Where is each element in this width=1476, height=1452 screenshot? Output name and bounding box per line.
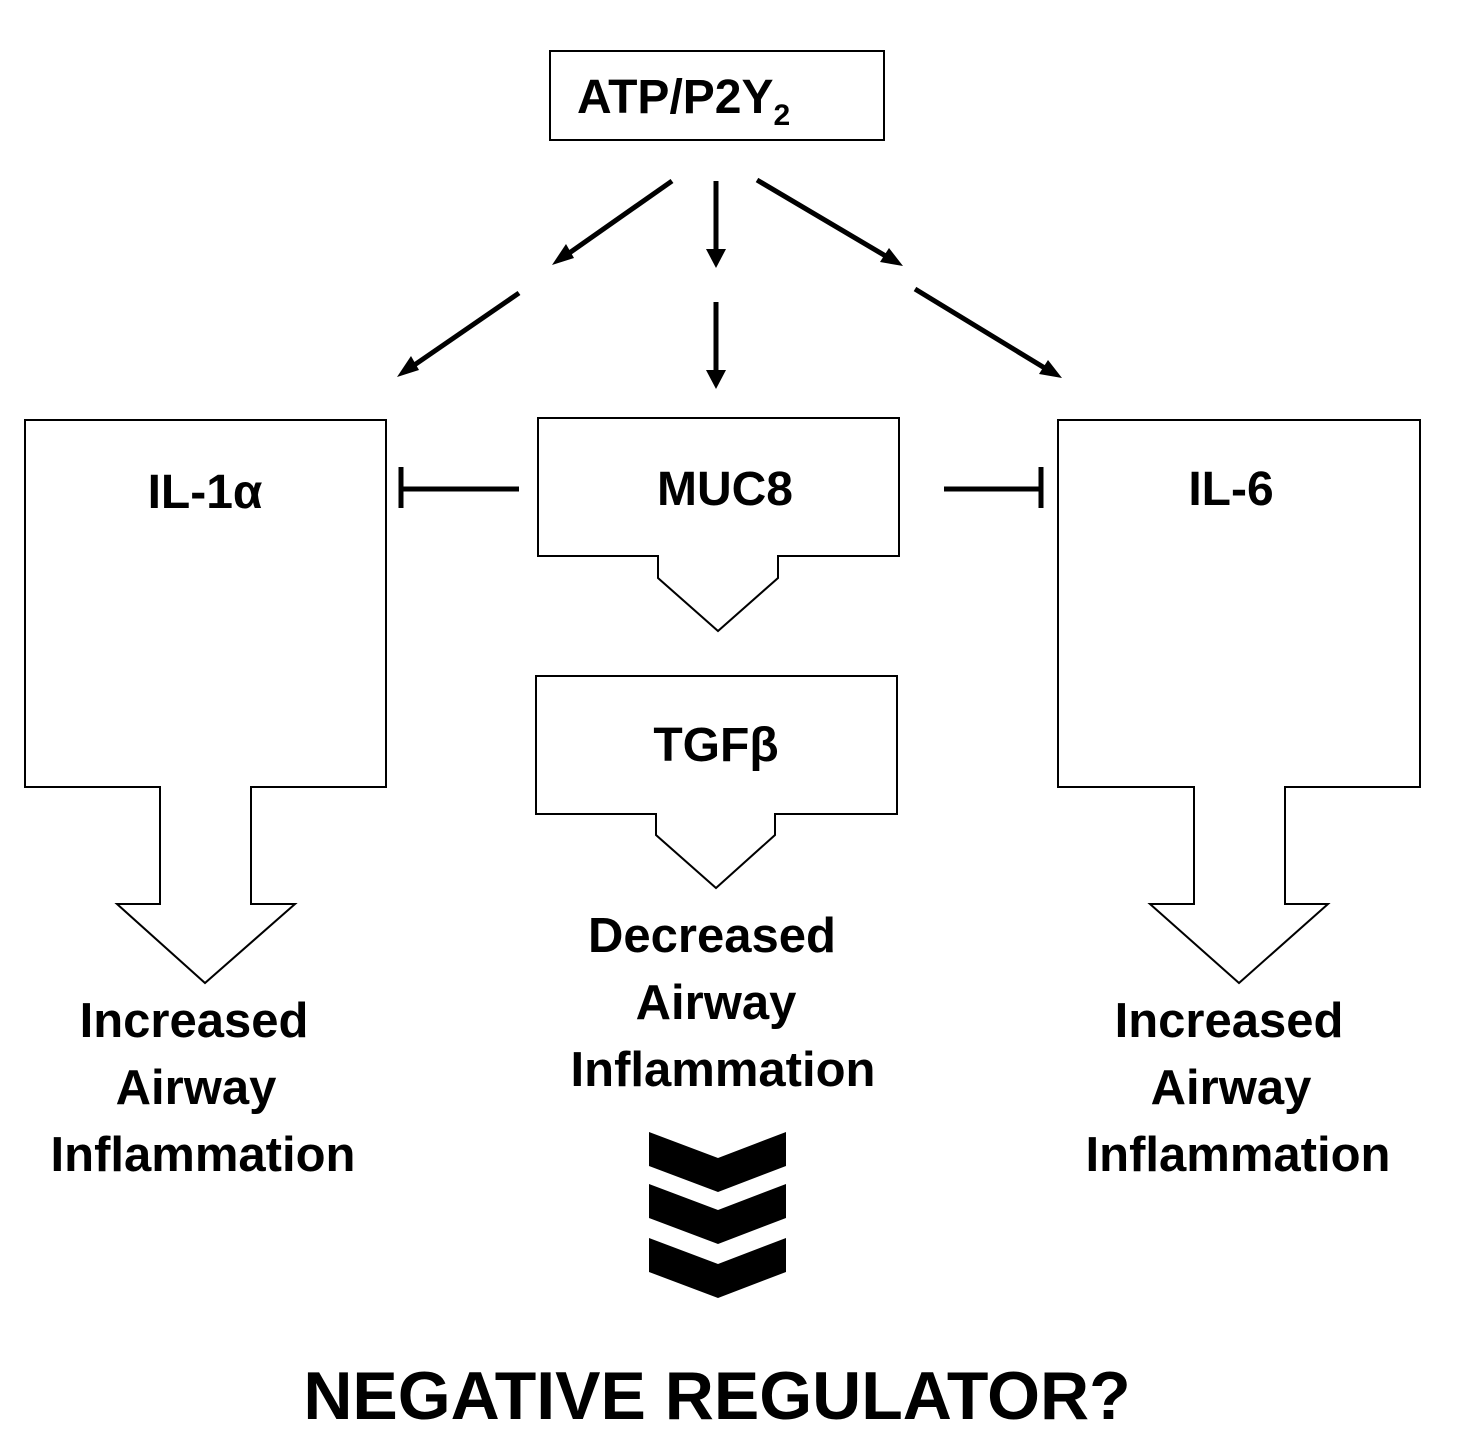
- chevron-down-icon-1: [649, 1132, 786, 1192]
- atp-p2y2-label: ATP/P2Y2: [577, 71, 790, 132]
- outcome-center-line-1: Decreased: [588, 909, 836, 963]
- outcome-right-line-2: Airway: [1151, 1061, 1312, 1115]
- activation-arrows-upper: [552, 177, 903, 268]
- tgfb-label: TGFβ: [653, 719, 778, 772]
- arrow-upper-left: [563, 178, 674, 259]
- arrowhead-lower-left: [397, 356, 419, 377]
- muc8-node: MUC8: [537, 417, 900, 633]
- activation-arrows-lower: [397, 286, 1062, 389]
- arrow-lower-right: [913, 286, 1050, 373]
- il6-node: IL-6: [1057, 419, 1421, 985]
- outcome-left: Increased Airway Inflammation: [51, 994, 356, 1182]
- outcome-right-line-1: Increased: [1115, 994, 1344, 1048]
- arrowhead-upper-center: [706, 249, 726, 268]
- atp-p2y2-subscript: 2: [774, 99, 791, 132]
- inhibition-right: [944, 467, 1044, 508]
- arrow-lower-left: [408, 290, 521, 371]
- outcome-right: Increased Airway Inflammation: [1086, 994, 1391, 1182]
- inhibition-left: [398, 467, 519, 508]
- atp-p2y2-box: [549, 50, 885, 141]
- arrowhead-lower-right: [1039, 360, 1062, 378]
- chevron-down-icon-3: [649, 1238, 786, 1298]
- arrow-upper-right: [755, 177, 891, 261]
- il6-label: IL-6: [1188, 463, 1273, 516]
- outcome-right-line-3: Inflammation: [1086, 1128, 1391, 1182]
- arrowhead-upper-left: [552, 244, 574, 265]
- outcome-left-line-2: Airway: [116, 1061, 277, 1115]
- il1a-block-arrow: [24, 419, 387, 985]
- outcome-left-line-1: Increased: [80, 994, 309, 1048]
- il6-block-arrow: [1057, 419, 1421, 985]
- conclusion-title: NEGATIVE REGULATOR?: [303, 1358, 1130, 1434]
- atp-p2y2-node: ATP/P2Y2: [549, 50, 885, 141]
- il1a-label: IL-1α: [148, 466, 263, 519]
- arrowhead-lower-center: [706, 370, 726, 389]
- il1a-node: IL-1α: [24, 419, 387, 985]
- atp-p2y2-text: ATP/P2Y: [577, 71, 774, 124]
- outcome-left-line-3: Inflammation: [51, 1128, 356, 1182]
- tgfb-node: TGFβ: [535, 675, 898, 890]
- tgfb-block-arrow: [535, 675, 898, 890]
- outcome-center-line-3: Inflammation: [571, 1043, 876, 1097]
- outcome-center-line-2: Airway: [636, 976, 797, 1030]
- outcome-center: Decreased Airway Inflammation: [571, 909, 876, 1097]
- arrowhead-upper-right: [880, 248, 903, 266]
- muc8-label: MUC8: [657, 463, 793, 516]
- chevron-down-icon: [649, 1132, 786, 1298]
- chevron-down-icon-2: [649, 1184, 786, 1244]
- muc8-block-arrow: [537, 417, 900, 633]
